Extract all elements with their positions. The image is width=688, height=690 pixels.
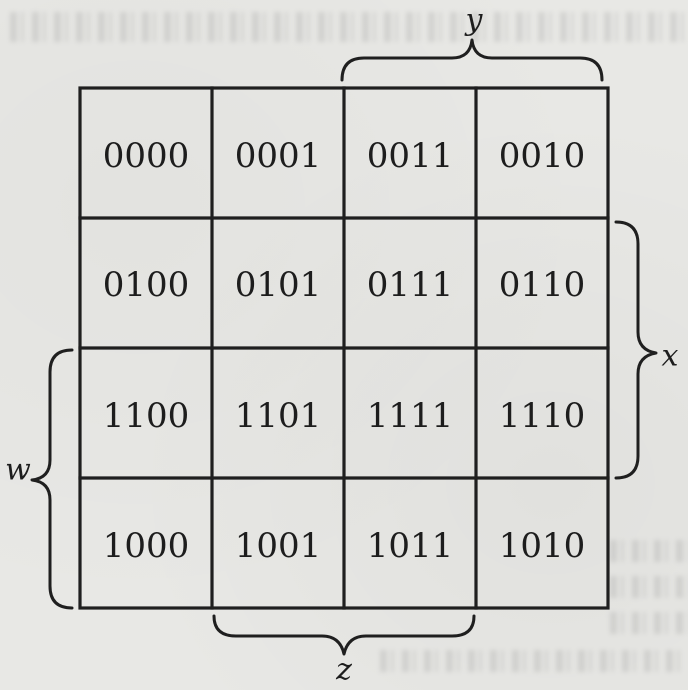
kmap-cell-3-1: 1001 xyxy=(235,526,322,566)
label-y: y xyxy=(464,3,484,38)
kmap-cell-0-0: 0000 xyxy=(103,136,190,176)
x-brace xyxy=(614,220,658,480)
z-brace xyxy=(212,614,476,656)
label-x: x xyxy=(662,339,679,374)
kmap-cell-1-0: 0100 xyxy=(103,265,190,305)
kmap-cell-0-3: 0010 xyxy=(499,136,586,176)
bleed-through-text xyxy=(10,12,688,42)
kmap-cells: 0000 0001 0011 0010 0100 0101 0111 0110 1100 1101… xyxy=(103,136,586,566)
y-brace xyxy=(340,38,604,82)
bleed-through-text xyxy=(610,540,688,562)
kmap-grid xyxy=(78,86,610,610)
kmap-cell-3-2: 1011 xyxy=(367,526,454,566)
label-w: w xyxy=(5,453,31,488)
kmap-cell-1-2: 0111 xyxy=(367,265,454,305)
kmap-cell-0-2: 0011 xyxy=(367,136,454,176)
kmap-cell-2-2: 1111 xyxy=(367,396,454,436)
kmap-cell-1-3: 0110 xyxy=(499,265,586,305)
w-brace xyxy=(30,348,74,610)
kmap-cell-3-3: 1010 xyxy=(499,526,586,566)
kmap-cell-1-1: 0101 xyxy=(235,265,322,305)
kmap-cell-3-0: 1000 xyxy=(103,526,190,566)
bleed-through-text xyxy=(610,612,688,634)
kmap-cell-2-0: 1100 xyxy=(103,396,190,436)
kmap-cell-0-1: 0001 xyxy=(235,136,322,176)
kmap-braces xyxy=(30,38,658,656)
kmap-cell-2-3: 1110 xyxy=(499,396,586,436)
label-z: z xyxy=(335,653,352,688)
kmap-cell-2-1: 1101 xyxy=(235,396,322,436)
bleed-through-text xyxy=(610,576,688,598)
bleed-through-text xyxy=(380,650,680,672)
